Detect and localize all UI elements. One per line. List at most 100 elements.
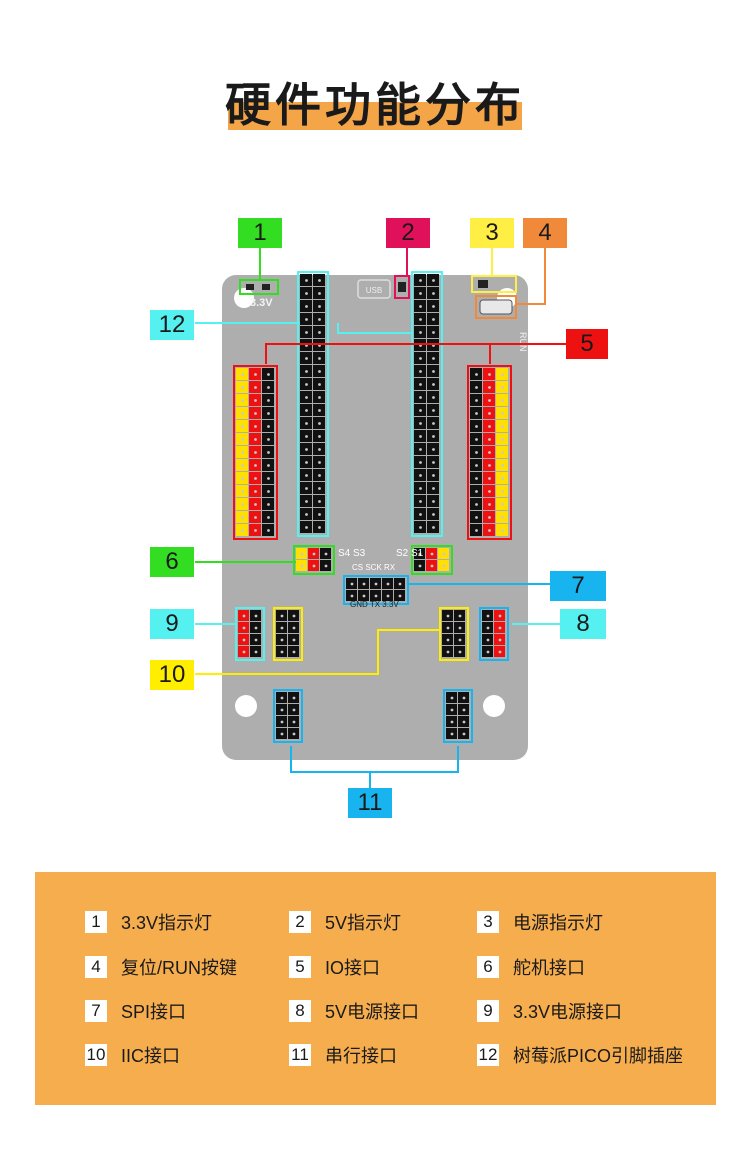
- pin-hole: [292, 720, 296, 724]
- port-outline: [273, 607, 303, 661]
- callout-9: 9: [150, 609, 194, 639]
- run-button-area: [475, 295, 517, 319]
- power-led-area: [471, 275, 517, 293]
- pin-hole: [241, 529, 244, 532]
- pin-hole: [305, 461, 308, 464]
- pin-hole: [432, 487, 435, 490]
- pin-hole: [241, 516, 244, 519]
- pin-hole: [475, 451, 478, 454]
- pin-hole: [254, 373, 257, 376]
- pin-hole: [458, 614, 462, 618]
- port-outline: [235, 607, 265, 661]
- pin-hole: [241, 399, 244, 402]
- pin-hole: [488, 464, 491, 467]
- pin-hole: [254, 638, 258, 642]
- pin-hole: [486, 650, 490, 654]
- pin-hole: [305, 435, 308, 438]
- title-block: 硬件功能分布: [0, 70, 750, 150]
- pin-hole: [462, 720, 466, 724]
- pin-hole: [292, 650, 296, 654]
- pin-hole: [432, 500, 435, 503]
- port-outline: [411, 271, 443, 537]
- pin-hole: [254, 650, 258, 654]
- pin-hole: [486, 626, 490, 630]
- pin-hole: [305, 526, 308, 529]
- pin-hole: [305, 409, 308, 412]
- pin-hole: [419, 396, 422, 399]
- io-port-left: [233, 365, 278, 540]
- pin-hole: [419, 487, 422, 490]
- pin-hole: [267, 529, 270, 532]
- io-port-right: [467, 365, 512, 540]
- pin-hole: [254, 490, 257, 493]
- pin-hole: [458, 626, 462, 630]
- pin-hole: [458, 650, 462, 654]
- 3v3-power-port: [235, 607, 265, 661]
- port-outline: [297, 271, 329, 537]
- pin-hole: [419, 422, 422, 425]
- pin-hole: [241, 373, 244, 376]
- pin-hole: [267, 373, 270, 376]
- pin-hole: [305, 500, 308, 503]
- pin-hole: [241, 412, 244, 415]
- pin-hole: [318, 396, 321, 399]
- pin-hole: [324, 564, 328, 568]
- led-5v-area: [394, 275, 410, 299]
- pin-hole: [488, 503, 491, 506]
- pin-hole: [386, 594, 390, 598]
- pin-hole: [318, 448, 321, 451]
- pin-hole: [324, 552, 328, 556]
- servo-left-label: S4 S3: [338, 548, 366, 559]
- pin-hole: [432, 318, 435, 321]
- callout-8: 8: [560, 609, 606, 639]
- pin-hole: [241, 438, 244, 441]
- pin-hole: [442, 564, 446, 568]
- pin-hole: [305, 331, 308, 334]
- pin-hole: [432, 370, 435, 373]
- pin-hole: [475, 386, 478, 389]
- callout-6: 6: [150, 547, 194, 577]
- pin-hole: [374, 594, 378, 598]
- servo-right-label: S2 S1: [396, 548, 424, 559]
- pin-hole: [318, 370, 321, 373]
- pin-hole: [318, 357, 321, 360]
- pin-hole: [318, 279, 321, 282]
- pin-hole: [312, 564, 316, 568]
- pin-hole: [419, 461, 422, 464]
- pin-hole: [488, 399, 491, 402]
- pin-hole: [432, 474, 435, 477]
- silk-3v3: 3.3V: [250, 297, 273, 309]
- callout-5: 5: [566, 329, 608, 359]
- pin-hole: [419, 305, 422, 308]
- pin-hole: [374, 582, 378, 586]
- pin-hole: [241, 425, 244, 428]
- pin-hole: [280, 720, 284, 724]
- pin-hole: [241, 503, 244, 506]
- pin-hole: [498, 614, 502, 618]
- pin-hole: [305, 279, 308, 282]
- title-highlight-bar: [228, 102, 522, 130]
- led-5v: [398, 282, 406, 292]
- pin-hole: [462, 708, 466, 712]
- pin-hole: [350, 582, 354, 586]
- port-outline: [293, 545, 335, 575]
- pin-hole: [419, 357, 422, 360]
- pin-hole: [498, 626, 502, 630]
- pin-hole: [241, 451, 244, 454]
- callout-12: 12: [150, 310, 194, 340]
- led-3v3: [262, 284, 270, 290]
- pin-hole: [254, 477, 257, 480]
- pin-hole: [475, 516, 478, 519]
- pin-hole: [442, 552, 446, 556]
- pin-hole: [432, 435, 435, 438]
- pin-hole: [501, 386, 504, 389]
- pin-hole: [292, 696, 296, 700]
- pin-hole: [305, 513, 308, 516]
- pin-hole: [362, 594, 366, 598]
- pin-hole: [419, 474, 422, 477]
- pin-hole: [318, 422, 321, 425]
- pin-hole: [254, 626, 258, 630]
- pin-hole: [458, 638, 462, 642]
